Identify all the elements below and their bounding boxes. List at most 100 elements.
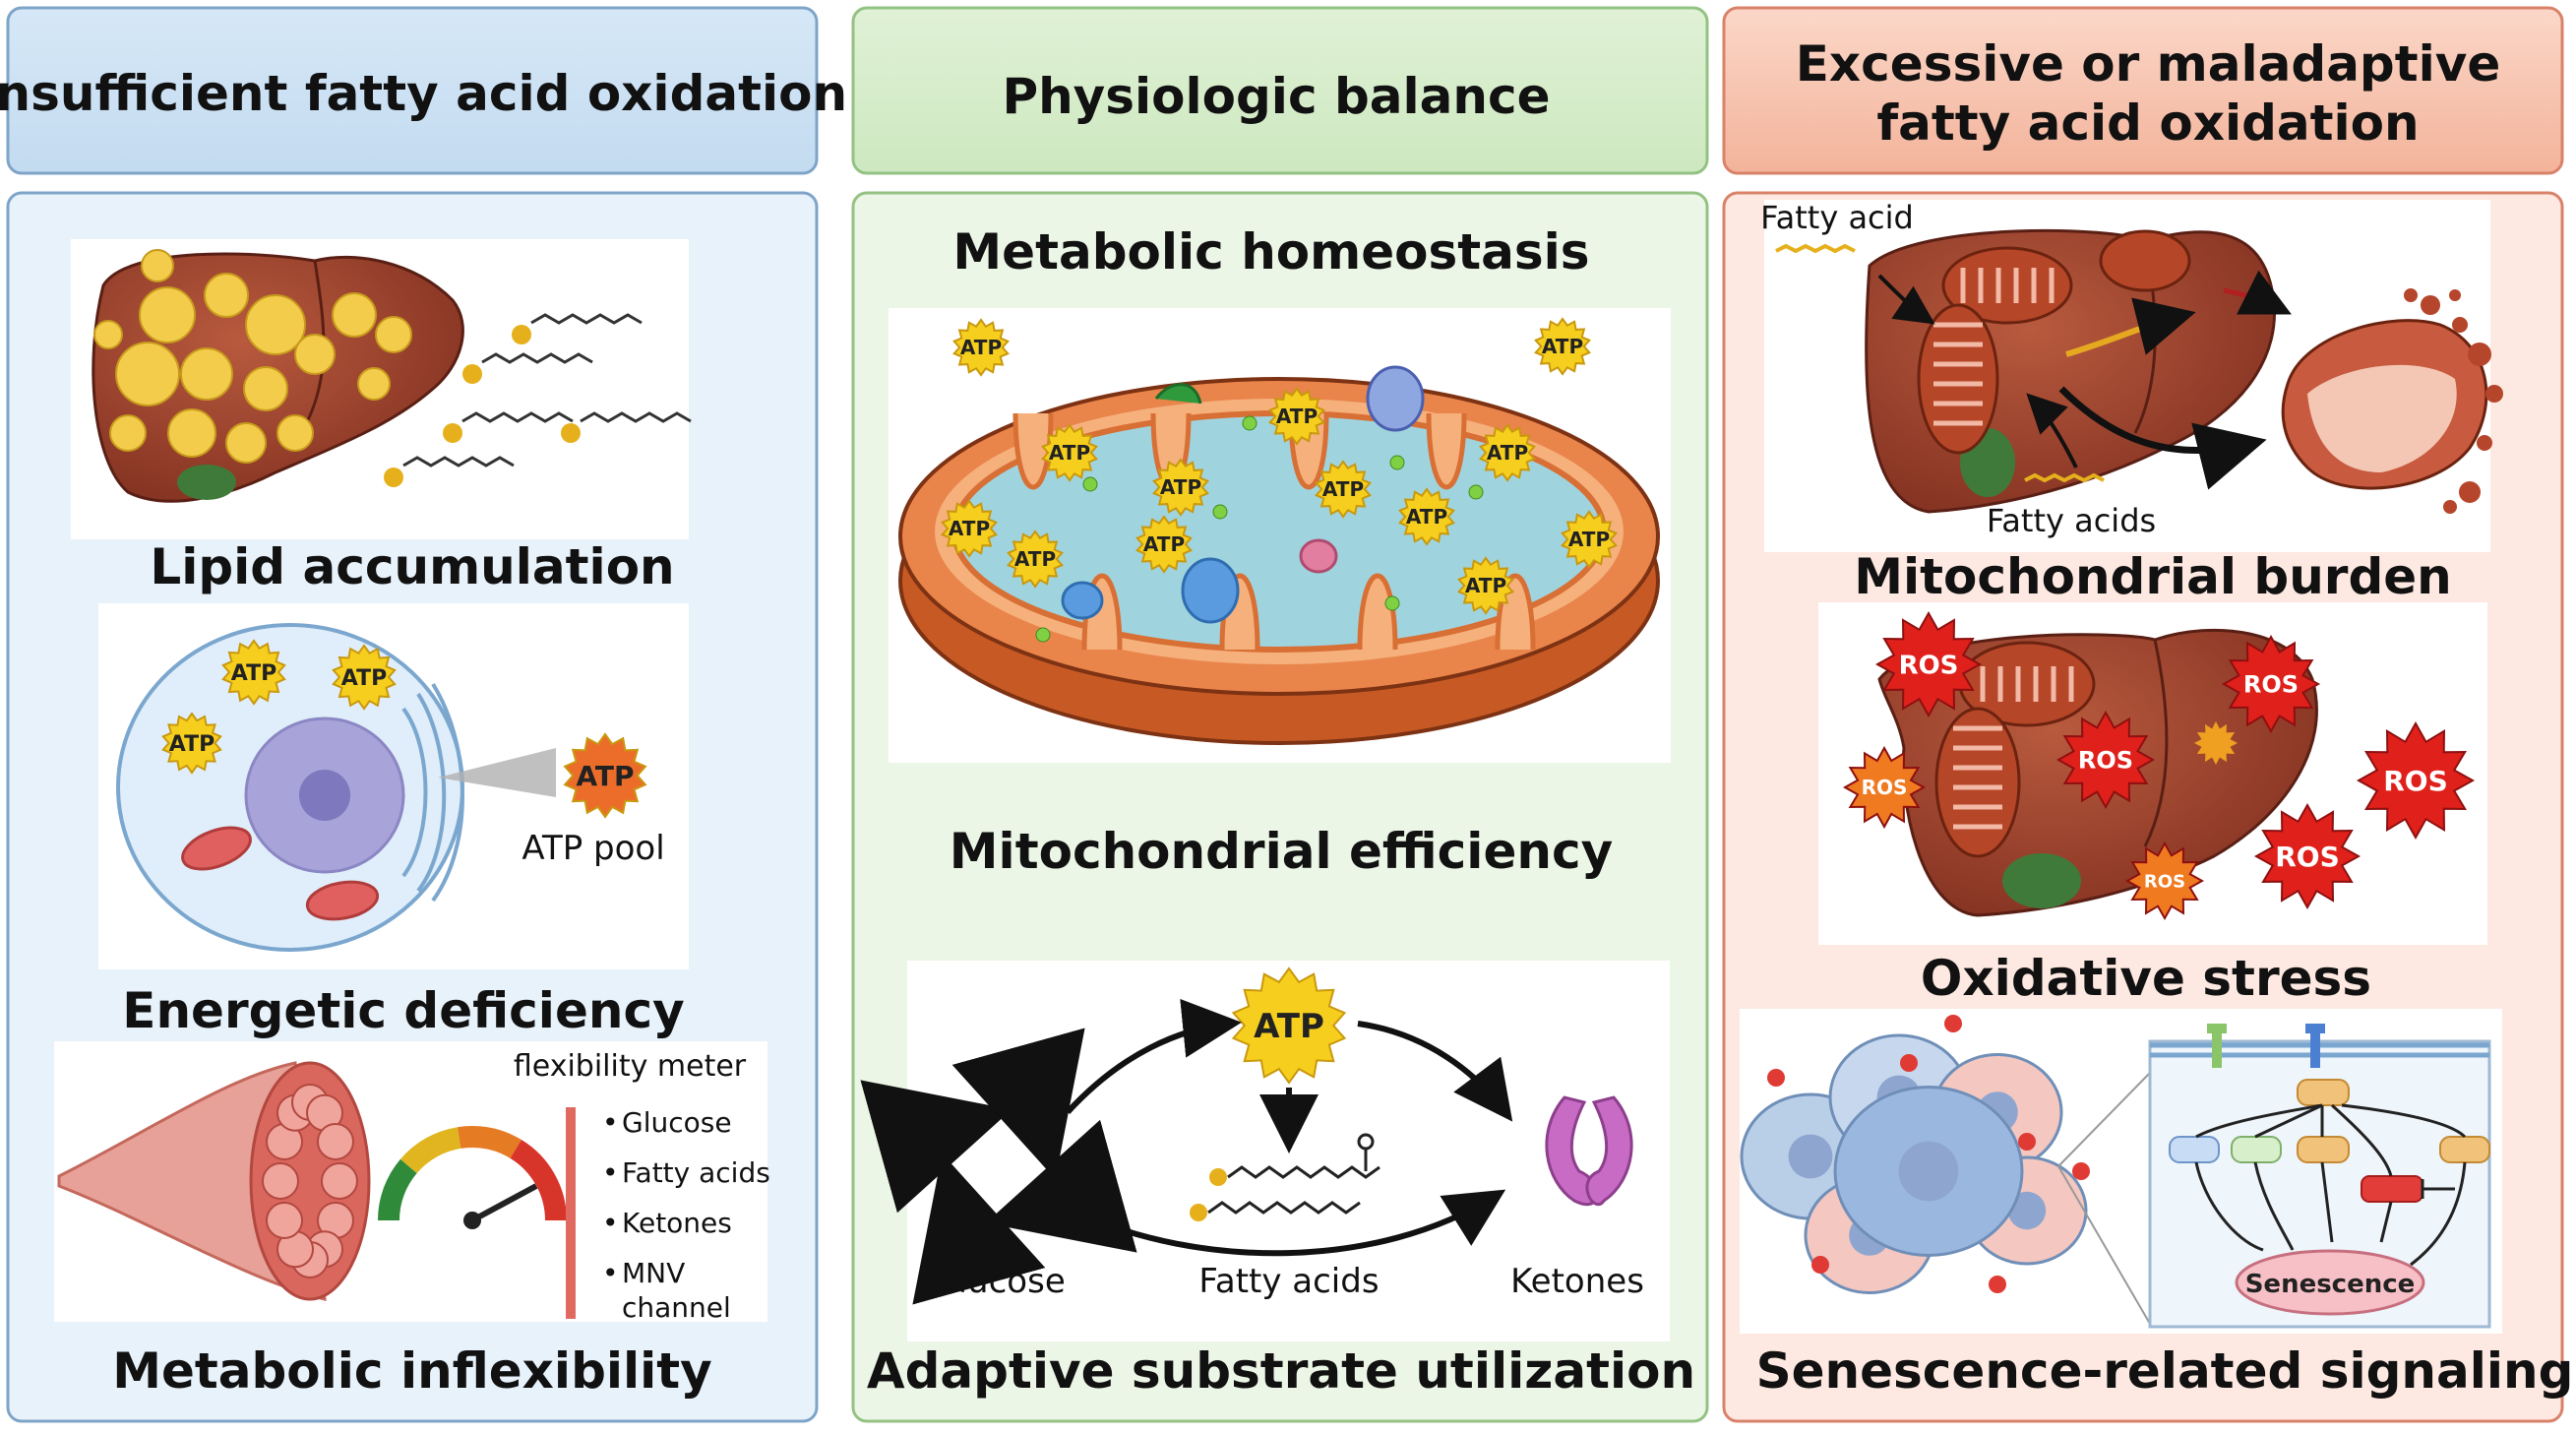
atp-star [1534, 317, 1591, 376]
atp-text: ATP [1568, 528, 1610, 551]
sasp-marker [1767, 1069, 1785, 1087]
atp-badge: ATP [1534, 317, 1591, 376]
cell-nucleus [1898, 1141, 1959, 1202]
lipid-droplet [139, 286, 196, 343]
lipid-droplet [375, 316, 412, 353]
ros-badge: ROS [2055, 710, 2156, 810]
label-oxidative-stress: Oxidative stress [1921, 950, 2371, 1007]
burden-cristae [1933, 268, 2055, 426]
atp-star [332, 644, 397, 711]
granule [1242, 415, 1257, 431]
ros-text: ROS [2275, 841, 2340, 873]
atp-badge: ATP [1561, 510, 1618, 569]
flexibility-meter-title: flexibility meter [514, 1049, 747, 1084]
senescence-node: Senescence [2245, 1270, 2416, 1299]
fiber-bundle [266, 1202, 304, 1239]
meter-bullet-3: • [602, 1207, 619, 1239]
atp-star [563, 732, 647, 819]
granule [1389, 455, 1405, 470]
atp-badge: ATP [161, 712, 222, 775]
flexibility-gauge [378, 1126, 567, 1229]
ros-badge: ROS [2356, 720, 2476, 841]
atp-badge: ATP [1315, 460, 1372, 519]
label-adaptive-substrate-utilization: Adaptive substrate utilization [867, 1342, 1695, 1400]
meter-item-ketones: Ketones [622, 1207, 732, 1239]
ros-spark [2194, 721, 2238, 765]
ros-text: ROS [1862, 776, 1908, 799]
chain-head [561, 423, 581, 443]
atp-badge: ATP [332, 644, 397, 711]
atp-text: ATP [1465, 574, 1506, 597]
fragment [2452, 317, 2468, 333]
chain-tail [402, 456, 515, 468]
ros-badge: ROS [2253, 802, 2361, 910]
atp-badge: ATP [941, 499, 998, 558]
chain-tail [530, 313, 643, 325]
atp-badge: ATP [1135, 515, 1193, 574]
atp-star [1152, 458, 1209, 517]
lipid-droplet [332, 292, 377, 338]
fiber-bundle [321, 1162, 358, 1200]
atp-text: ATP [960, 336, 1002, 359]
atp-badge: ATP [1007, 530, 1064, 589]
senescent-cell-cluster [1740, 1015, 2090, 1294]
label-fatty-acid: Fatty acid [1760, 199, 1914, 236]
atp-text: ATP [231, 661, 276, 686]
fragment [2404, 288, 2418, 302]
atp-star [161, 712, 222, 775]
atp-star [1479, 423, 1536, 482]
meter-item-mnv: MNV [622, 1257, 685, 1289]
ros-star [2253, 802, 2361, 910]
substrate-fatty-acids: Fatty acids [1198, 1262, 1379, 1301]
cycle-arrow [951, 1028, 1085, 1180]
atp-star [1457, 556, 1514, 615]
atp-badge: ATP [952, 318, 1010, 377]
atp-badge: ATP [1152, 458, 1209, 517]
ros-text: ROS [2383, 765, 2448, 797]
label-senescence-signaling: Senescence-related signaling [1756, 1342, 2574, 1400]
lipid-droplet [180, 347, 233, 401]
meter-bullet-1: • [602, 1106, 619, 1139]
left-header-title: Insufficient fatty acid oxidation [0, 65, 847, 122]
mitochondrial-fragments [2404, 288, 2503, 514]
mitochondrial-burden-illustration: Fatty acid Fatty acids [1760, 199, 2503, 552]
senescence-illustration: Senescence [1740, 1009, 2502, 1334]
atp-text: ATP [1276, 405, 1318, 428]
substrate-glucose: Glucose [932, 1262, 1065, 1301]
ros-text: ROS [2243, 671, 2299, 699]
right-header-line1: Excessive or maladaptive [1796, 35, 2501, 93]
lipid-droplet [357, 367, 391, 401]
meter-item-glucose: Glucose [622, 1106, 732, 1139]
atp-text: ATP [1254, 1007, 1324, 1046]
atp-badge: ATP [563, 732, 647, 819]
chain-head [443, 423, 462, 443]
ros-badge: ROS [2124, 841, 2205, 921]
sasp-marker [1900, 1054, 1918, 1072]
signaling-pathway: Senescence [2148, 1024, 2491, 1329]
atp-pool-label: ATP pool [521, 829, 664, 868]
atp-star [1561, 510, 1618, 569]
ros-badge: ROS [1842, 745, 1927, 830]
ros-badge: ROS [2221, 634, 2321, 734]
ros-star [2356, 720, 2476, 841]
label-metabolic-homeostasis: Metabolic homeostasis [952, 223, 1589, 281]
substrate-cycle-illustration: ATP Glucose Fatty acids Ketones [860, 961, 1670, 1341]
atp-text: ATP [1014, 547, 1056, 571]
lipid-droplet [276, 414, 314, 452]
atp-badge: ATP [1268, 387, 1325, 446]
meter-bullet-2: • [602, 1156, 619, 1189]
sasp-marker [1811, 1256, 1829, 1274]
atp-star [952, 318, 1010, 377]
ros-star [1874, 610, 1983, 718]
label-mitochondrial-efficiency: Mitochondrial efficiency [950, 823, 1613, 880]
lipid-droplet [115, 342, 180, 406]
atp-star [1268, 387, 1325, 446]
atp-badge: ATP [1398, 487, 1455, 546]
sasp-marker [2072, 1162, 2090, 1180]
meter-item-fatty-acids: Fatty acids [622, 1156, 770, 1189]
ros-star [2221, 634, 2321, 734]
